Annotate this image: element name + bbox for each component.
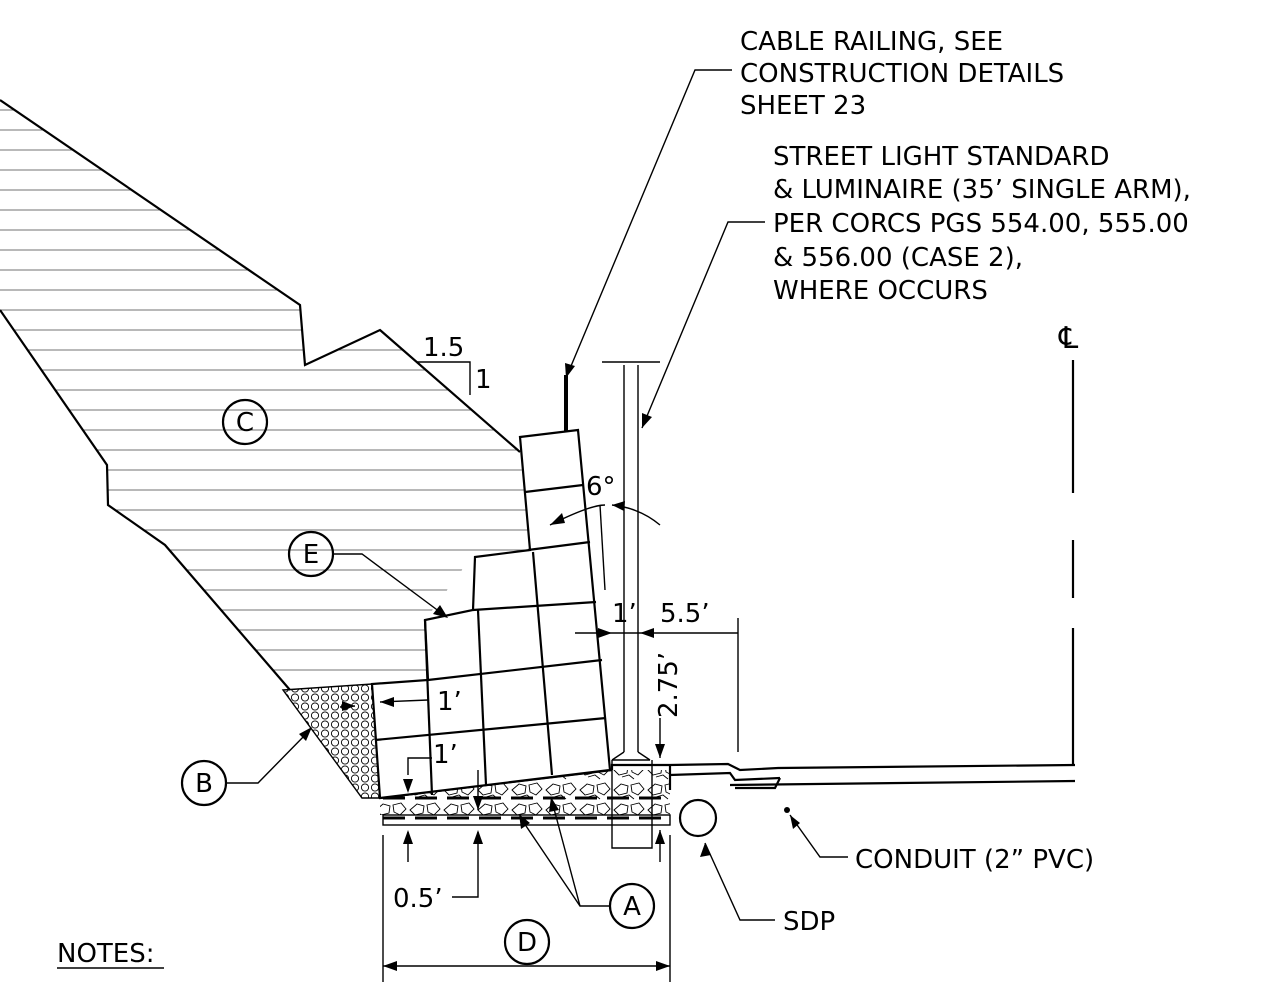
marker-a-label: A [623, 892, 641, 922]
block-depth-dimensions: 1’ 1’ [339, 687, 462, 793]
height-dimension: 2.75’ [654, 652, 684, 862]
marker-c-label: C [236, 408, 254, 438]
street-light-line-3: PER CORCS PGS 554.00, 555.00 [773, 209, 1189, 239]
street-light-line-2: & LUMINAIRE (35’ SINGLE ARM), [773, 175, 1191, 205]
offset-5-5ft-label: 5.5’ [660, 599, 710, 629]
cable-railing-line-3: SHEET 23 [740, 91, 866, 121]
marker-d-label: D [517, 928, 537, 958]
base-width-dimension [382, 835, 671, 982]
block-1ft-upper-label: 1’ [437, 687, 462, 717]
drain-rock-zone-b [281, 683, 381, 799]
notes-heading: NOTES: [57, 939, 164, 969]
centerline-symbol: ℄ [1058, 321, 1078, 356]
street-light-line-5: WHERE OCCURS [773, 276, 988, 306]
batter-angle-dimension: 6° [549, 472, 661, 591]
street-light-callout: STREET LIGHT STANDARD & LUMINAIRE (35’ S… [641, 142, 1191, 429]
retaining-wall-blocks [370, 428, 612, 800]
base-thickness-dimension: 0.5’ [393, 770, 483, 914]
backfill-zone-c [0, 99, 530, 691]
base-0-5-label: 0.5’ [393, 884, 443, 914]
centerline: ℄ [1058, 321, 1078, 765]
marker-c: C [221, 398, 269, 446]
slope-ratio: 1.5 1 [416, 333, 492, 395]
slope-run-label: 1.5 [423, 333, 464, 363]
street-light-line-1: STREET LIGHT STANDARD [773, 142, 1110, 172]
height-2-75-label: 2.75’ [654, 652, 684, 718]
cable-railing-line-1: CABLE RAILING, SEE [740, 27, 1003, 57]
conduit-label: CONDUIT (2” PVC) [855, 845, 1094, 875]
marker-b: B [180, 727, 312, 807]
conduit: CONDUIT (2” PVC) [784, 807, 1094, 875]
notes-label: NOTES: [57, 939, 155, 969]
batter-angle-label: 6° [586, 472, 616, 502]
street-light-pole [602, 361, 660, 849]
street-light-line-4: & 556.00 (CASE 2), [773, 243, 1023, 273]
sidewalk-and-roadway [610, 762, 1076, 790]
marker-e-label: E [303, 540, 319, 570]
marker-a: A [519, 797, 656, 930]
offset-dimensions: 1’ 5.5’ [575, 599, 739, 752]
marker-d: D [503, 918, 551, 966]
sdp-pipe: SDP [678, 798, 835, 937]
cable-railing-callout: CABLE RAILING, SEE CONSTRUCTION DETAILS … [565, 27, 1064, 379]
slope-rise-label: 1 [475, 365, 492, 395]
cable-railing-line-2: CONSTRUCTION DETAILS [740, 59, 1064, 89]
marker-e: E [287, 530, 448, 618]
block-1ft-lower-label: 1’ [433, 740, 458, 770]
sdp-label: SDP [783, 907, 835, 937]
offset-1ft-label: 1’ [612, 599, 637, 629]
marker-b-label: B [195, 769, 213, 799]
